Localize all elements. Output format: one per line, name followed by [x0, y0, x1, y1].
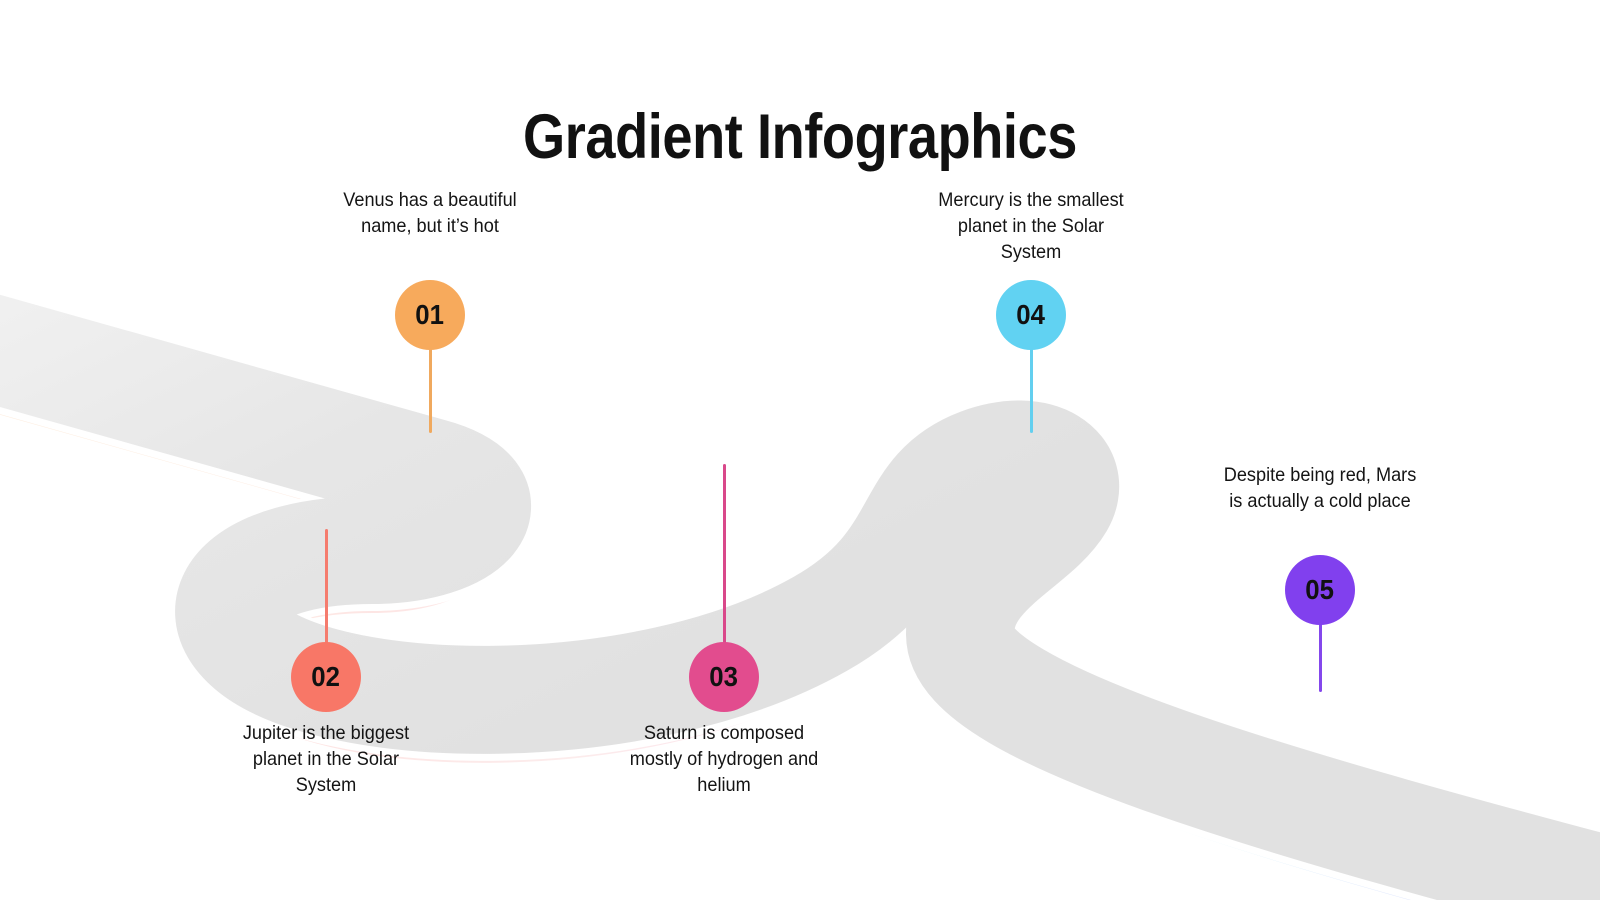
- marker-01-stem: [428, 345, 432, 433]
- marker-02-number: 02: [311, 661, 341, 692]
- marker-01-caption: Venus has a beautiful name, but it’s hot: [343, 189, 517, 237]
- road-surface: [0, 294, 1600, 900]
- marker-02-caption: Jupiter is the biggest planet in the Sol…: [242, 722, 410, 796]
- marker-03-caption: Saturn is composed mostly of hydrogen an…: [629, 722, 819, 796]
- marker-05-stem: [1318, 620, 1322, 692]
- marker-04-number: 04: [1016, 299, 1046, 330]
- road-edge-glow: [0, 370, 1569, 900]
- marker-04-badge[interactable]: 04: [996, 280, 1066, 350]
- marker-02-badge[interactable]: 02: [291, 642, 361, 712]
- marker-05-number: 05: [1305, 574, 1335, 605]
- marker-03-stem: [722, 464, 726, 647]
- marker-01-number: 01: [415, 299, 445, 330]
- marker-03-badge[interactable]: 03: [689, 642, 759, 712]
- road-color-edge: [0, 363, 1598, 900]
- marker-01-badge[interactable]: 01: [395, 280, 465, 350]
- page-title: Gradient Infographics: [523, 102, 1077, 173]
- marker-02-stem: [324, 529, 328, 647]
- marker-03-number: 03: [709, 661, 739, 692]
- marker-05-badge[interactable]: 05: [1285, 555, 1355, 625]
- road-white-outline: [0, 291, 1600, 900]
- marker-05-caption: Despite being red, Mars is actually a co…: [1223, 464, 1417, 512]
- marker-04-caption: Mercury is the smallest planet in the So…: [938, 189, 1124, 263]
- marker-04-stem: [1029, 345, 1033, 433]
